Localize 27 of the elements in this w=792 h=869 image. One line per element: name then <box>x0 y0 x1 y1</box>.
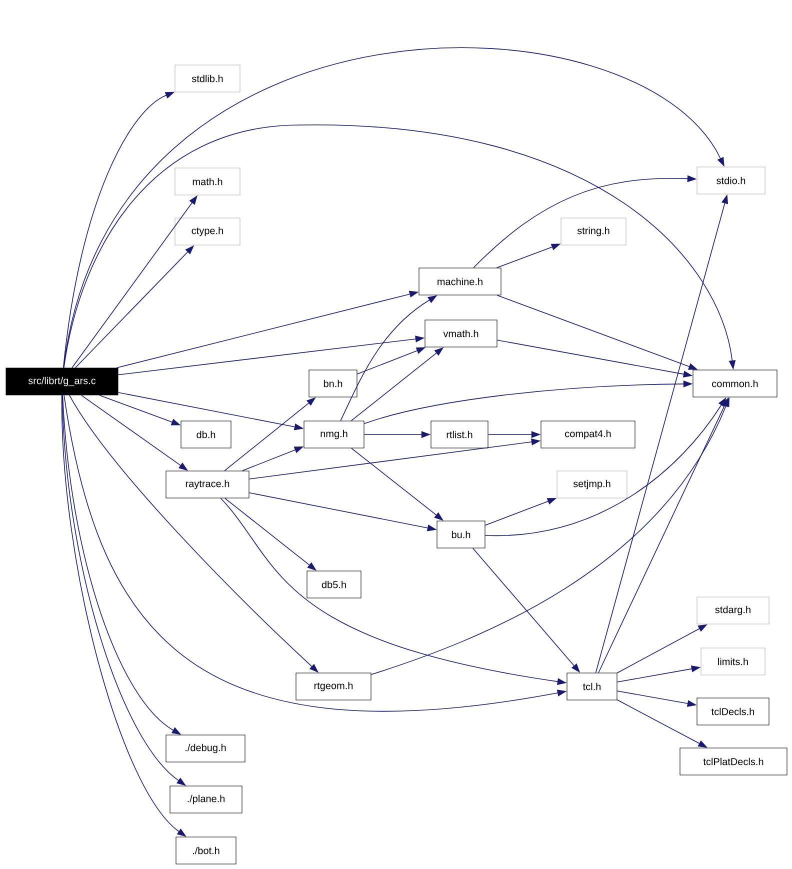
file-box: math.h <box>174 168 240 196</box>
file-box: machine.h <box>418 268 502 296</box>
file-box: bu.h <box>436 520 486 548</box>
file-box: compat4.h <box>540 420 636 448</box>
file-box: tclDecls.h <box>696 698 770 726</box>
file-box: raytrace.h <box>166 470 250 498</box>
file-box: tcl.h <box>566 672 618 700</box>
file-box: common.h <box>692 370 778 398</box>
file-box: rtgeom.h <box>296 672 372 700</box>
file-box: rtlist.h <box>430 420 488 448</box>
file-box: stdlib.h <box>174 64 240 92</box>
file-box: tclPlatDecls.h <box>680 748 788 776</box>
file-box: setjmp.h <box>556 470 628 498</box>
file-box: stdarg.h <box>696 596 770 624</box>
file-box: ./bot.h <box>176 836 236 864</box>
file-box: vmath.h <box>424 320 498 348</box>
file-box: ./debug.h <box>166 734 246 762</box>
file-box: limits.h <box>700 648 766 676</box>
file-box: ./plane.h <box>170 786 242 814</box>
file-box: db5.h <box>306 570 362 598</box>
file-box: src/librt/g_ars.c <box>6 368 118 396</box>
file-box: db.h <box>180 420 232 448</box>
file-box: string.h <box>560 218 626 246</box>
file-box: bn.h <box>308 370 358 398</box>
file-box: ctype.h <box>174 218 240 246</box>
file-box: nmg.h <box>304 420 364 448</box>
file-box: stdio.h <box>696 166 766 194</box>
